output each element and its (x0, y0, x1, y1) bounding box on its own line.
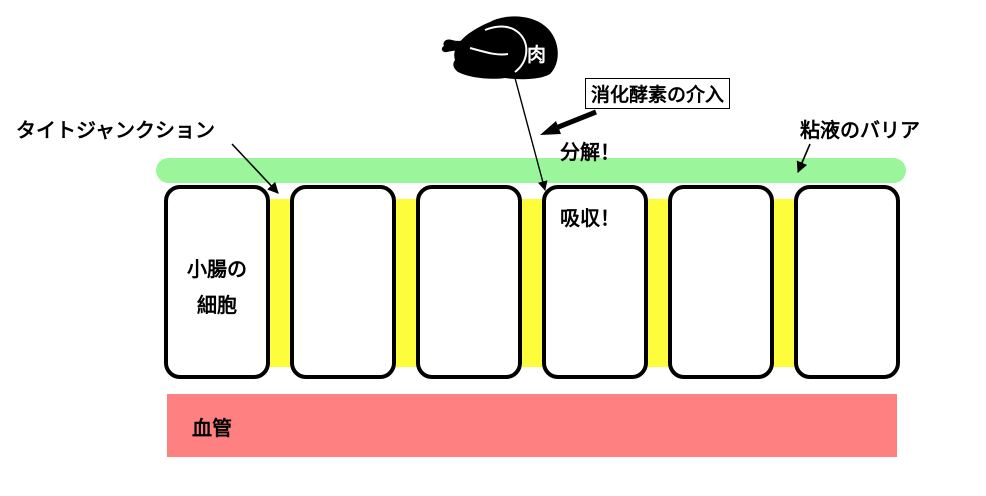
cell-label-line2: 細胞 (197, 293, 237, 317)
mucus-barrier (156, 158, 906, 183)
decompose-label: 分解！ (560, 140, 620, 164)
intestinal-cell (794, 185, 900, 379)
intestinal-cell (668, 185, 774, 379)
tight-junction (396, 199, 418, 367)
tight-junction (648, 199, 670, 367)
intestinal-cell (416, 185, 522, 379)
tight-junction (774, 199, 796, 367)
intestinal-cell: 吸収！ (542, 185, 648, 379)
enzyme-label-box: 消化酵素の介入 (585, 78, 731, 109)
enzyme-arrow (540, 121, 561, 135)
blood-vessel-label: 血管 (192, 416, 232, 440)
mucus-arrow (796, 143, 811, 174)
tight-junction-arrow (231, 143, 279, 194)
absorption-arrow (514, 77, 548, 191)
cell-label-line1: 小腸の (187, 257, 247, 281)
tight-junction (522, 199, 544, 367)
meat-label: 肉 (527, 44, 547, 66)
roast-chicken-icon (441, 16, 558, 80)
enzyme-label: 消化酵素の介入 (591, 84, 725, 106)
intestinal-cell: 小腸の 細胞 (164, 185, 270, 379)
tight-junction-label: タイトジャンクション (16, 118, 215, 142)
intestinal-cell (290, 185, 396, 379)
mucus-barrier-label: 粘液のバリア (800, 118, 920, 142)
tight-junction (270, 199, 292, 367)
blood-vessel: 血管 (167, 394, 897, 457)
absorb-label: 吸収！ (560, 206, 620, 230)
